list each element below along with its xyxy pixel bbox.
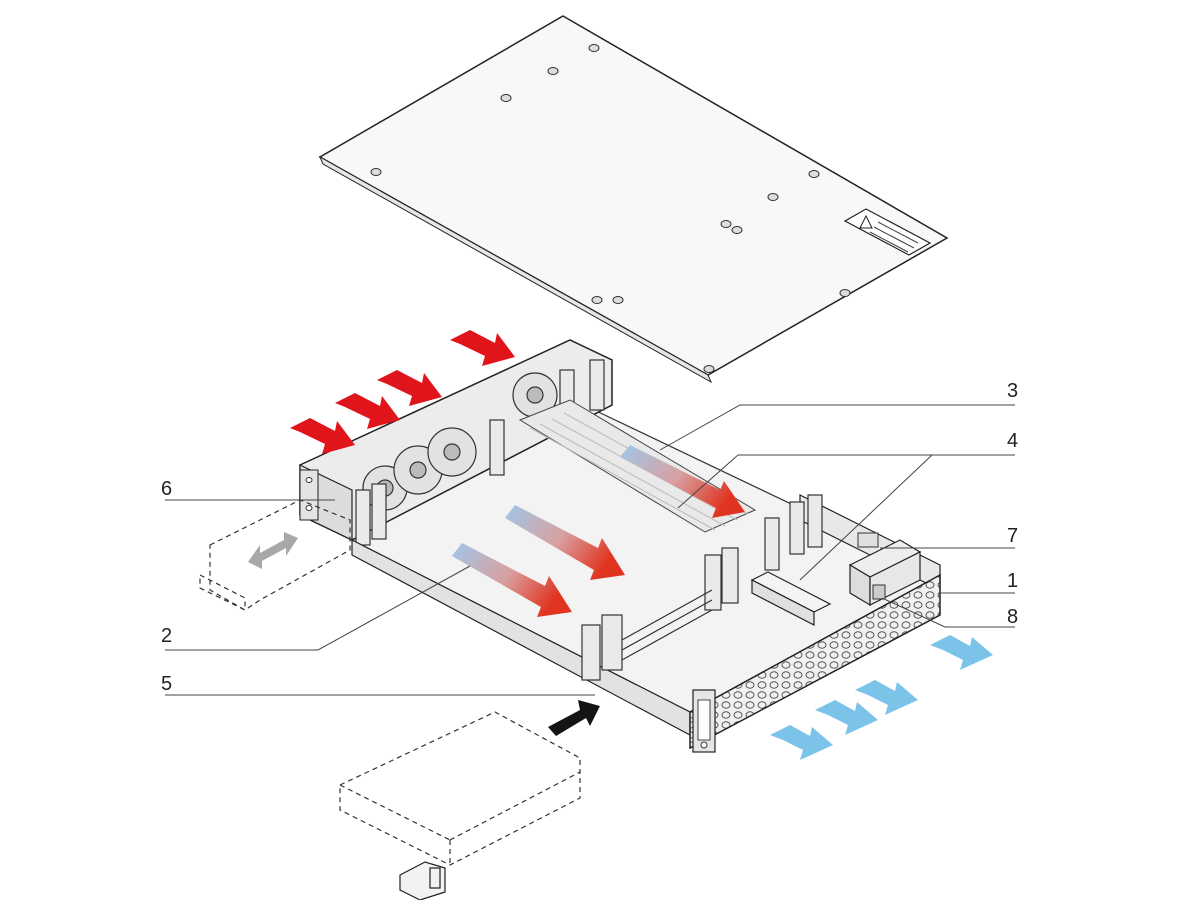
callout-lines bbox=[165, 404, 1015, 696]
callout-label-6: 6 bbox=[161, 478, 172, 500]
callout-label-8: 8 bbox=[1007, 606, 1018, 628]
callout-line-3 bbox=[659, 404, 1015, 451]
heat-arrow bbox=[505, 505, 625, 580]
removable-module bbox=[339, 711, 581, 866]
internal-heat-arrows bbox=[452, 445, 745, 617]
chassis bbox=[299, 339, 942, 753]
top-cover bbox=[318, 15, 949, 384]
callout-label-2: 2 bbox=[161, 625, 172, 647]
exhaust-arrows bbox=[770, 635, 993, 760]
callout-line-2 bbox=[165, 565, 471, 651]
callout-line-4 bbox=[677, 454, 1015, 509]
callout-labels: 3 4 6 7 1 8 2 5 bbox=[161, 380, 1018, 695]
exhaust-arrow bbox=[815, 700, 878, 735]
insertion-arrow bbox=[548, 700, 600, 736]
bus-bar bbox=[750, 571, 832, 626]
front-handle bbox=[692, 689, 716, 753]
insertion-arrow-shape bbox=[548, 700, 600, 736]
callout-label-3: 3 bbox=[1007, 380, 1018, 402]
intake-arrow bbox=[290, 418, 355, 454]
callout-label-5: 5 bbox=[161, 673, 172, 695]
power-supply-unit bbox=[848, 532, 922, 607]
intake-arrows bbox=[290, 330, 515, 454]
service-arrow-shape bbox=[248, 532, 298, 569]
vent-grille-icon bbox=[689, 573, 941, 750]
heat-arrow bbox=[620, 445, 745, 518]
intake-arrow bbox=[450, 330, 515, 366]
service-arrow bbox=[248, 532, 298, 569]
callout-line-8 bbox=[881, 597, 1015, 628]
warning-label-icon bbox=[843, 208, 932, 256]
intake-arrow bbox=[377, 370, 442, 406]
rear-right-guides bbox=[764, 494, 823, 571]
exhaust-arrow bbox=[930, 635, 993, 670]
cover-screw-holes bbox=[370, 44, 851, 373]
intake-arrow bbox=[335, 393, 400, 429]
rear-flange bbox=[299, 469, 319, 521]
exhaust-arrow bbox=[770, 725, 833, 760]
heat-arrow bbox=[452, 543, 572, 617]
slot-guides bbox=[581, 547, 739, 681]
module-latch bbox=[399, 861, 446, 900]
callout-label-4: 4 bbox=[1007, 430, 1018, 452]
callout-line-4b bbox=[799, 454, 933, 581]
exhaust-arrow bbox=[855, 680, 918, 715]
callout-label-7: 7 bbox=[1007, 525, 1018, 547]
side-service-panel bbox=[199, 499, 351, 611]
callout-label-1: 1 bbox=[1007, 570, 1018, 592]
